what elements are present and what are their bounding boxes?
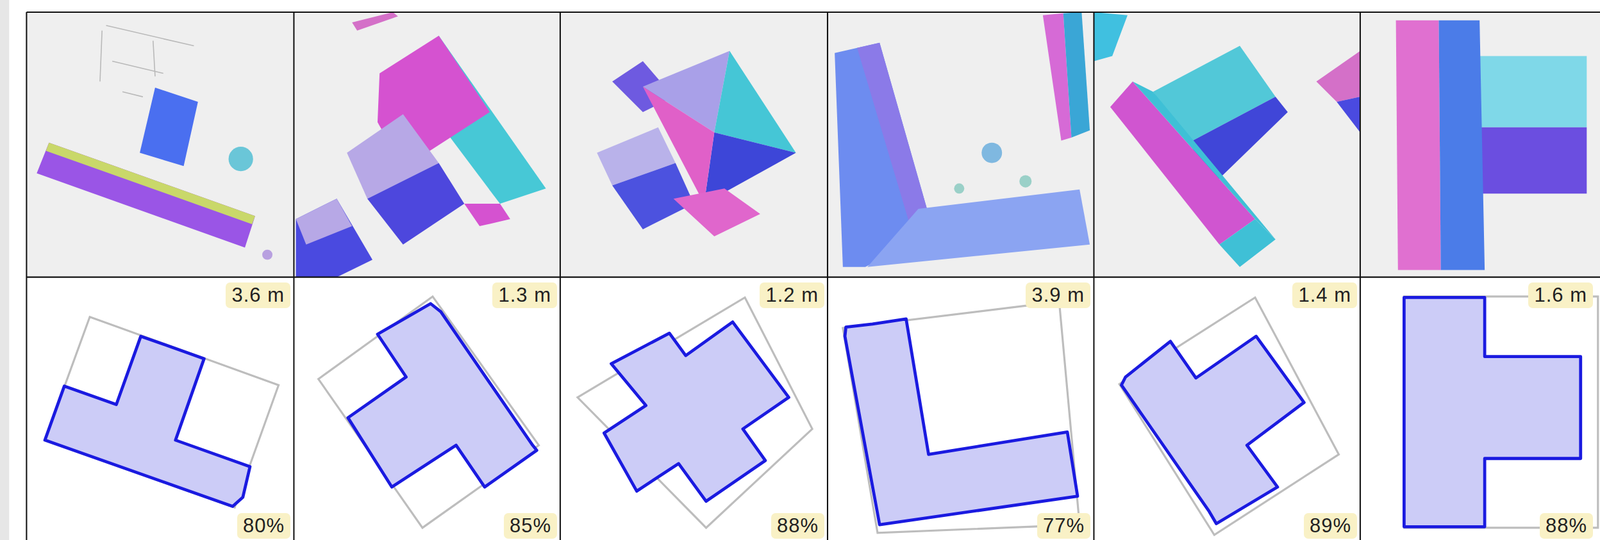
grid-line [1092,12,1095,540]
building-normal-map [1396,20,1442,271]
building-normal-map [1479,55,1587,127]
score-badge: 80% [237,513,291,540]
building-normal-map [1093,12,1128,61]
building-normal-map [139,87,199,167]
building-normal-map [612,162,694,229]
image-ground [293,12,560,278]
distance-badge: 3.9 m [1025,282,1091,309]
building-normal-map [1396,20,1588,271]
building-normal-map [262,250,273,261]
bounding-box [842,301,1080,534]
building-normal-map [857,42,934,237]
image-ground [560,12,828,278]
building-normal-map [1316,51,1360,103]
building-normal-map [228,146,254,172]
building-normal-map [1132,81,1276,240]
building-normal-map [1110,81,1256,245]
distance-badge: 1.6 m [1528,282,1593,309]
building-normal-map [464,203,511,227]
building-normal-map [673,188,761,237]
score-badge: 77% [1037,513,1091,540]
grid-line [26,11,1600,13]
grid-line [26,276,1600,279]
grid-line [26,12,1600,540]
footprint-polygon [844,319,1078,525]
image-ground [1360,12,1600,278]
grid-line [25,12,27,540]
score-badge: 88% [771,513,825,540]
distance-badge: 1.2 m [759,282,825,309]
building-normal-map [1093,12,1360,268]
building-normal-map [1063,12,1090,138]
bounding-box [44,296,1599,536]
bounding-box [1403,296,1598,529]
side-strip [0,0,9,540]
building-normal-map [1438,20,1485,271]
building-normal-map [100,25,194,97]
building-normal-map [1336,96,1361,133]
score-badge: 88% [1539,513,1593,540]
distance-badge: 1.3 m [492,282,558,309]
building-normal-map [867,189,1090,268]
footprint-polygon [44,297,1581,527]
bounding-box [1119,297,1339,536]
building-normal-map [1019,175,1032,188]
building-normal-map [351,12,399,31]
image-ground [1093,12,1360,278]
footprint-polygon [1121,336,1304,525]
building-normal-map [953,183,965,194]
building-normal-map [296,198,353,245]
grid-line [1359,12,1361,540]
grid-line [826,12,829,540]
building-normal-map [596,51,796,237]
building-normal-map [367,162,465,245]
score-badge: 89% [1303,513,1358,540]
score-badge: 85% [503,513,558,540]
building-normal-map [36,25,273,261]
building-normal-map [296,198,373,277]
footprint-polygon [603,322,789,502]
footprint-polygon [348,303,537,488]
bounding-box [318,296,540,529]
building-normal-map [296,12,547,278]
building-normal-map [981,142,1002,164]
building-normal-map [36,142,256,249]
building-normal-map [46,142,256,225]
building-normal-map [642,86,715,204]
building-normal-map [834,12,1090,268]
building-normal-map [1219,219,1276,268]
bounding-box [44,317,279,508]
building-normal-map [100,25,194,97]
grid-line [292,12,295,540]
distance-badge: 1.4 m [1292,282,1358,309]
image-ground [26,12,294,278]
image-ground [827,12,1094,278]
image-ground [26,12,1600,278]
bounding-box [577,297,813,528]
distance-badge: 3.6 m [225,282,291,309]
building-normal-map [1479,127,1587,194]
grid-line [559,12,561,540]
footprint-polygon [1403,297,1581,527]
footprint-polygon [44,336,250,508]
